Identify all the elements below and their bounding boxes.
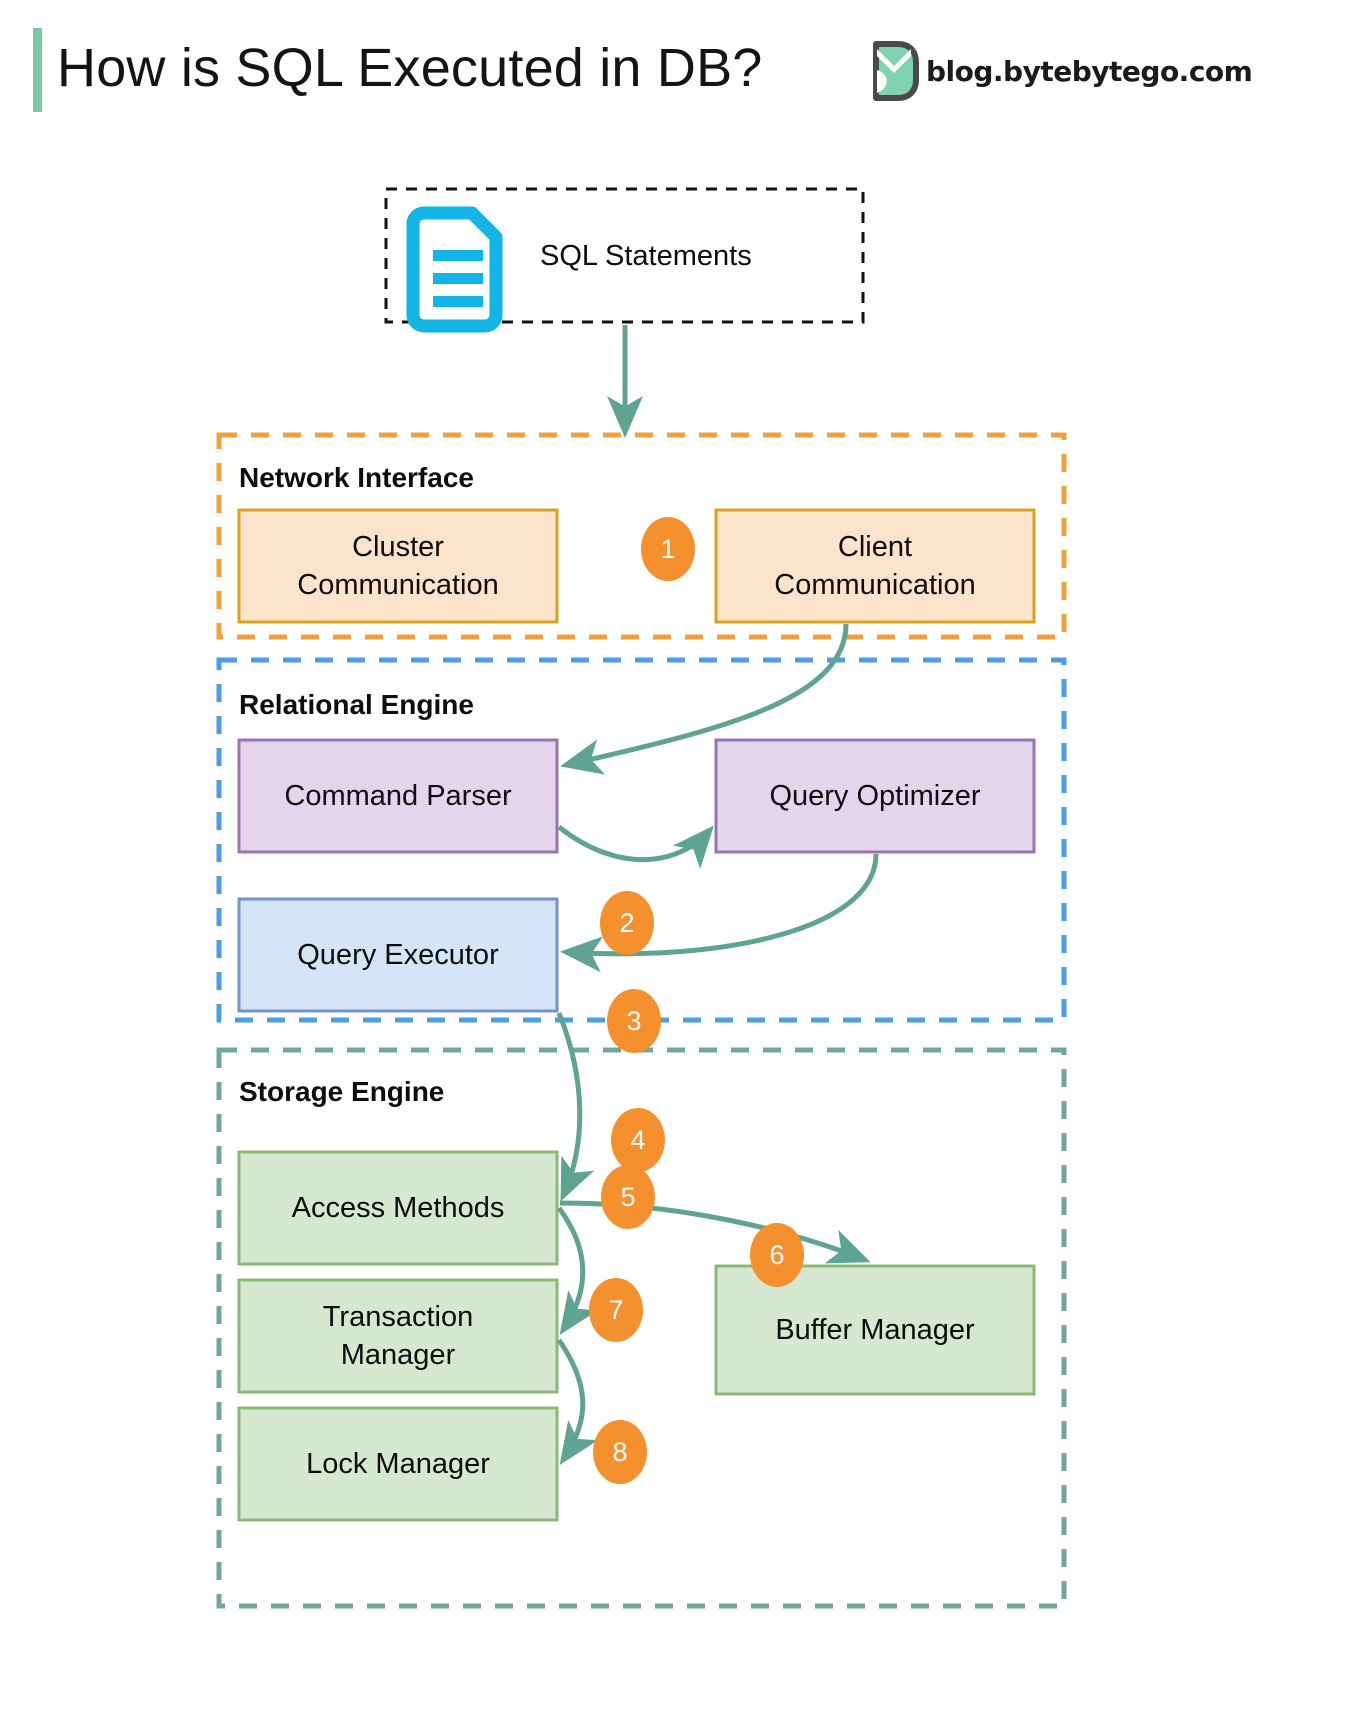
node-client-communication[interactable] (714, 508, 1036, 624)
step-badge-8 (593, 1420, 647, 1484)
node-query-optimizer[interactable] (714, 738, 1036, 854)
diagram-canvas: Network Interface Relational Engine Stor… (0, 140, 1358, 1722)
bytebytego-logo-icon (868, 40, 920, 102)
arrow-step-3 (557, 825, 714, 870)
node-buffer-manager[interactable] (714, 1264, 1036, 1396)
node-query-executor[interactable] (237, 897, 559, 1013)
node-access-methods[interactable] (237, 1150, 559, 1266)
step-badge-2 (600, 891, 654, 955)
title-accent-bar (33, 28, 42, 112)
page-header: How is SQL Executed in DB? blog.bytebyte… (0, 0, 1358, 140)
node-cluster-communication[interactable] (237, 508, 559, 624)
step-badge-3 (607, 989, 661, 1053)
step-badge-4 (611, 1108, 665, 1172)
group-title-network-interface: Network Interface (239, 462, 474, 493)
arrow-step-5 (556, 1012, 595, 1202)
step-badge-5 (601, 1165, 655, 1229)
step-badge-7 (589, 1278, 643, 1342)
step-badge-6 (750, 1223, 804, 1287)
group-title-relational-engine: Relational Engine (239, 689, 474, 720)
node-lock-manager[interactable] (237, 1406, 559, 1522)
group-relational-engine (216, 657, 1067, 1023)
page-title: How is SQL Executed in DB? (57, 38, 763, 98)
node-command-parser[interactable] (237, 738, 559, 854)
step-badge-1 (641, 517, 695, 581)
arrow-step-2 (560, 623, 849, 775)
brand: blog.bytebytego.com (868, 36, 1253, 106)
arrow-step-8 (556, 1338, 599, 1465)
group-title-storage-engine: Storage Engine (239, 1076, 445, 1107)
step-badges (589, 517, 804, 1484)
brand-text: blog.bytebytego.com (926, 54, 1253, 88)
arrow-step-7 (556, 1206, 599, 1335)
document-lines-icon (406, 206, 503, 333)
node-transaction-manager[interactable] (237, 1278, 559, 1394)
